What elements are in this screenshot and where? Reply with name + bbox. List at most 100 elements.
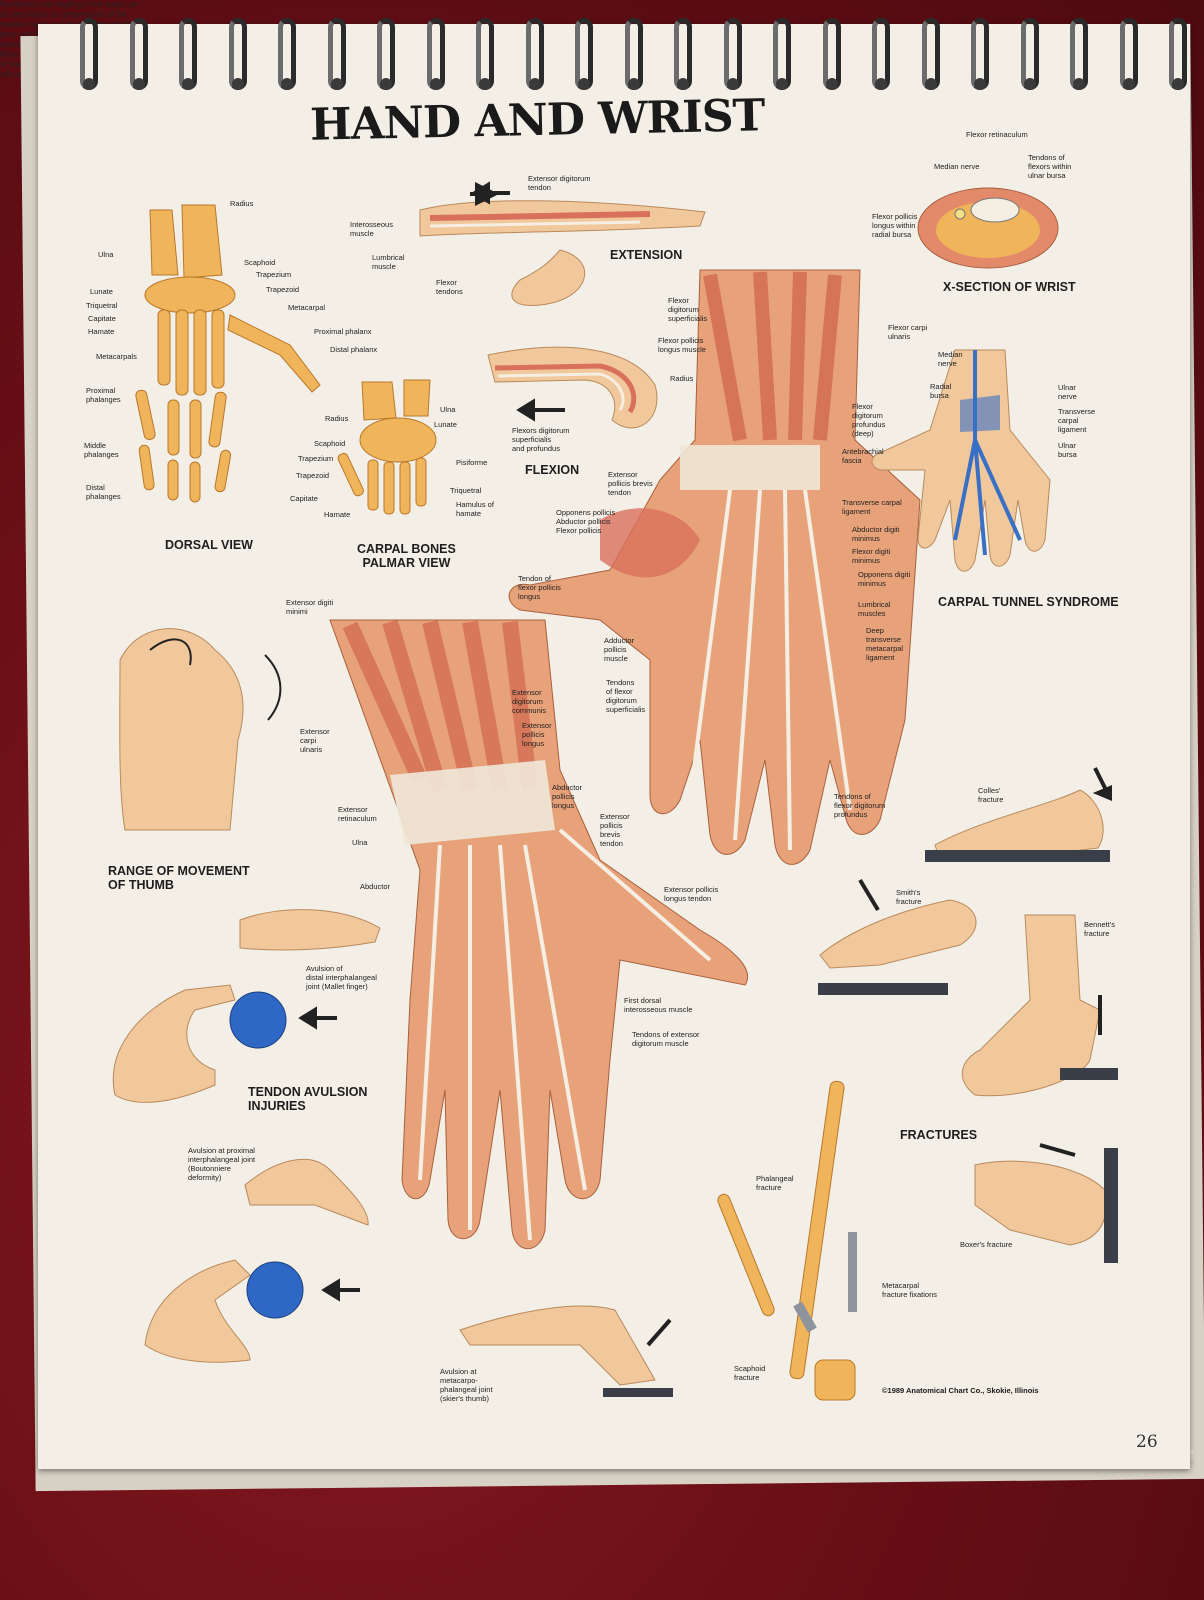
binding-hole: [132, 78, 145, 90]
label: Transverse carpal ligament: [842, 498, 902, 516]
label: Hamate: [88, 327, 115, 336]
binding-hole: [429, 78, 442, 90]
label: Avulsion at metacarpo- phalangeal joint …: [440, 1367, 493, 1403]
label: Extensor carpi ulnaris: [300, 727, 330, 754]
label: Flexor digitorum profundus (deep): [852, 402, 886, 438]
binding-hole: [1122, 78, 1135, 90]
label: Triquetral: [450, 486, 482, 495]
label: Ulna: [440, 405, 456, 414]
label: Radial bursa: [930, 382, 952, 400]
label: Abductor digiti minimus: [852, 525, 900, 543]
label: Flexor tendons: [436, 278, 463, 296]
label: Lunate: [434, 420, 457, 429]
label: Metacarpal fracture fixations: [882, 1281, 938, 1299]
label: Median nerve: [938, 350, 963, 368]
tendon-avulsion-illustrations: [112, 909, 673, 1397]
label: Adductor pollicis muscle: [604, 636, 635, 663]
label: Phalangeal fracture: [756, 1174, 794, 1192]
extension-finger: [419, 182, 706, 306]
label: Avulsion at proximal interphalangeal joi…: [188, 1146, 256, 1182]
label: Flexor retinaculum: [966, 130, 1028, 139]
label: Flexor pollicis longus muscle: [658, 336, 706, 354]
range-thumb-heading: RANGE OF MOVEMENT OF THUMB: [108, 864, 250, 892]
label: Flexor digiti minimus: [852, 547, 891, 565]
label: Trapezoid: [296, 471, 330, 480]
label: Antebrachial fascia: [842, 447, 884, 465]
carpal-bones-heading: CARPAL BONES PALMAR VIEW: [357, 542, 456, 570]
label: Flexors digitorum superficialis and prof…: [512, 426, 570, 453]
label: Transverse carpal ligament: [1058, 407, 1096, 434]
page-title: HAND AND WRIST: [309, 90, 765, 151]
binding-hole: [380, 78, 392, 90]
binding-hole: [281, 78, 293, 90]
label: Lunate: [90, 287, 113, 296]
label: Tendon of flexor pollicis longus: [518, 574, 561, 601]
binding-hole: [726, 78, 739, 90]
label: Trapezium: [256, 270, 292, 279]
label: Tendons of flexors within ulnar bursa: [1028, 153, 1072, 180]
label: Abductor pollicis longus: [552, 783, 583, 810]
label: Capitate: [290, 494, 318, 503]
binding-hole: [627, 78, 640, 90]
binding-hole: [825, 78, 838, 90]
label: First dorsal interosseous muscle: [624, 996, 693, 1014]
label: Tendons of flexor digitorum superficiali…: [606, 678, 646, 714]
binding-hole: [1023, 78, 1036, 90]
binding-hole: [330, 78, 343, 90]
page-number: 26: [1136, 1432, 1158, 1452]
label: Extensor digiti minimi: [286, 598, 334, 616]
direction-arrows: [298, 181, 1112, 1347]
wrist-cross-section: [917, 187, 1059, 269]
binding-hole: [182, 78, 194, 90]
label: Extensor pollicis longus tendon: [664, 885, 719, 903]
label: Distal phalanges: [86, 483, 121, 501]
label: Smith's fracture: [896, 888, 922, 906]
thumb-movement-hand: [119, 628, 282, 831]
label: Extensor retinaculum: [338, 805, 377, 823]
label: Scaphoid: [244, 258, 276, 267]
label: Pisiforme: [456, 458, 488, 467]
label: Extensor pollicis brevis tendon: [600, 812, 630, 848]
binding-hole: [776, 78, 788, 90]
label: Extensor digitorum communis: [512, 688, 547, 715]
label: Ulna: [352, 838, 368, 847]
binding-hole: [83, 78, 95, 90]
binding-hole: [924, 78, 937, 90]
binding-hole: [1172, 78, 1184, 90]
label: Avulsion of distal interphalangeal joint…: [306, 964, 377, 991]
label: Trapezium: [298, 454, 334, 463]
label: Radius: [325, 414, 349, 423]
fractures-heading: FRACTURES: [900, 1128, 978, 1142]
label: Hamulus of hamate: [456, 500, 494, 518]
label: Capitate: [88, 314, 116, 323]
label: Flexor carpi ulnaris: [888, 323, 928, 341]
palmar-muscle-hand: [508, 269, 921, 865]
fracture-illustrations: [717, 789, 1118, 1401]
label: Triquetral: [86, 301, 118, 310]
binding-hole: [974, 78, 986, 90]
label: Extensor pollicis longus: [522, 721, 552, 748]
label: Scaphoid fracture: [734, 1364, 766, 1382]
label: Ulna: [98, 250, 114, 259]
carpal-tunnel-heading: CARPAL TUNNEL SYNDROME: [938, 595, 1119, 609]
dorsal-view-heading: DORSAL VIEW: [165, 538, 253, 552]
carpal-bones-skeleton: [337, 379, 437, 515]
binding-hole: [528, 78, 541, 90]
binding-hole: [578, 78, 590, 90]
label: Flexor digitorum superficialis: [668, 296, 708, 323]
label: Proximal phalanx: [314, 327, 372, 336]
label: Deep transverse metacarpal ligament: [866, 626, 904, 662]
binding-hole: [677, 78, 689, 90]
copyright-notice: ©1989 Anatomical Chart Co., Skokie, Illi…: [882, 1386, 1039, 1395]
label: Metacarpals: [96, 352, 137, 361]
label: Radius: [230, 199, 254, 208]
label: Colles' fracture: [978, 786, 1004, 804]
label: Distal phalanx: [330, 345, 378, 354]
flexion-finger: [487, 346, 658, 429]
label: Extensor digitorum tendon: [528, 174, 591, 192]
binding-hole: [231, 78, 244, 90]
label: Interosseous muscle: [350, 220, 393, 238]
label: Opponens pollicis Abductor pollicis Flex…: [556, 508, 616, 535]
binding-hole: [479, 78, 491, 90]
